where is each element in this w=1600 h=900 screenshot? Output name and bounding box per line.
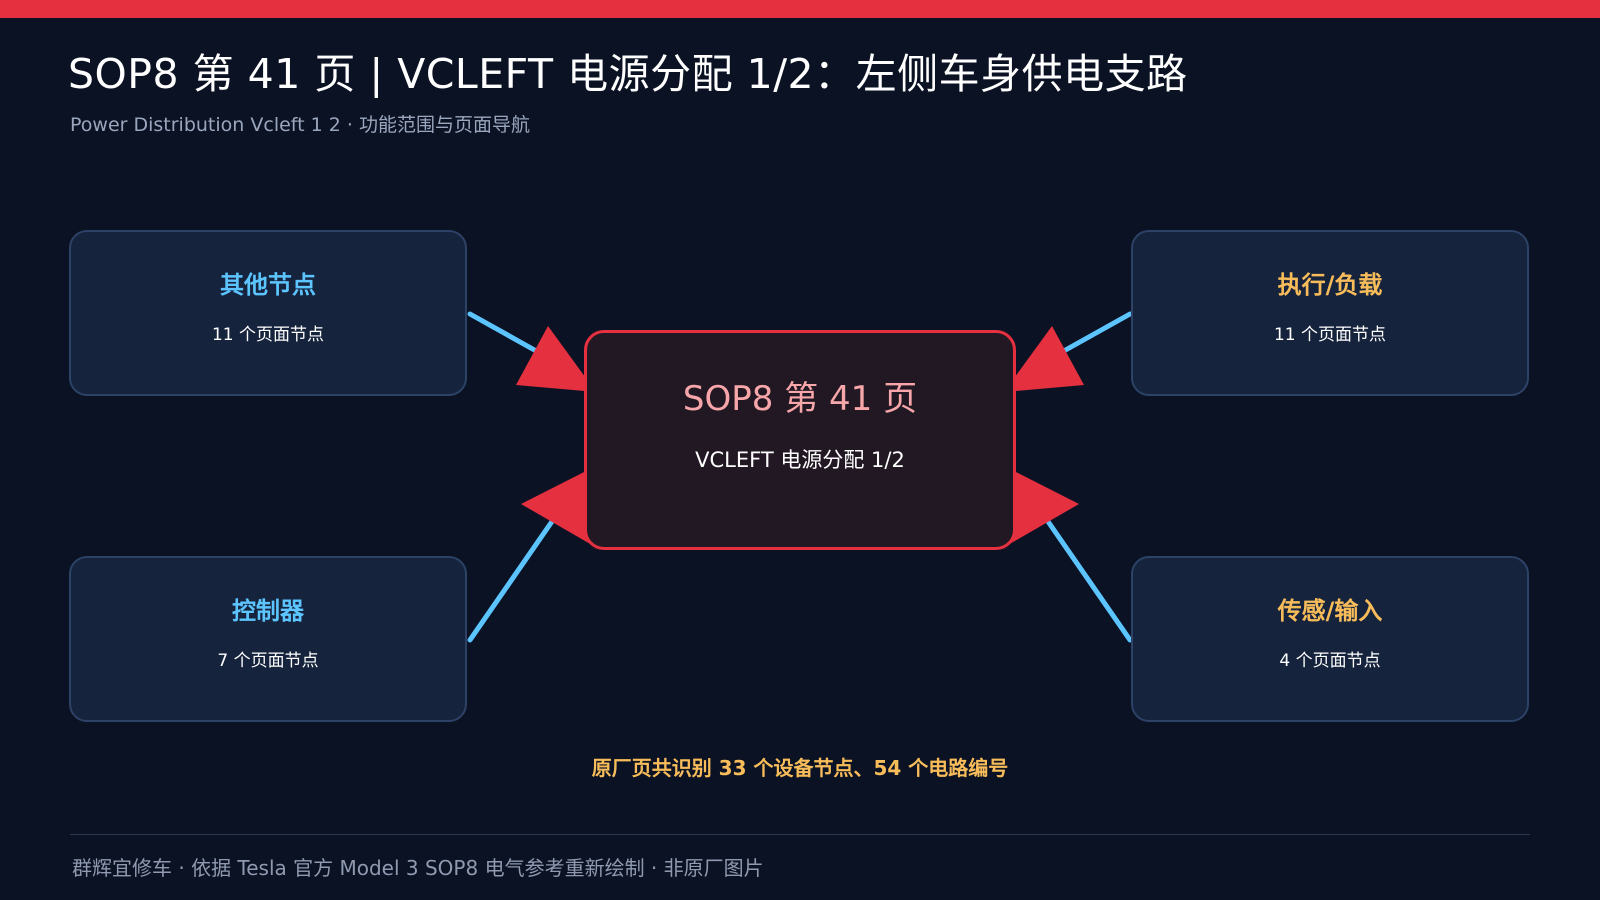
node-sensors[interactable]: 传感/输入 4 个页面节点	[1131, 556, 1529, 722]
node-other-title: 其他节点	[220, 271, 316, 299]
node-controllers-title: 控制器	[232, 597, 304, 625]
node-actuators-title: 执行/负载	[1277, 271, 1383, 299]
center-subtitle: VCLEFT 电源分配 1/2	[695, 448, 905, 472]
link-actuators	[1059, 311, 1133, 355]
top-accent-bar	[0, 0, 1600, 18]
page-title: SOP8 第 41 页 | VCLEFT 电源分配 1/2：左侧车身供电支路	[68, 50, 1188, 98]
node-sensors-count: 4 个页面节点	[1279, 651, 1381, 671]
page-subtitle: Power Distribution Vcleft 1 2 · 功能范围与页面导…	[70, 114, 530, 136]
arrowhead-controllers	[521, 468, 592, 545]
link-other	[467, 311, 541, 355]
node-controllers[interactable]: 控制器 7 个页面节点	[69, 556, 467, 722]
node-actuators[interactable]: 执行/负载 11 个页面节点	[1131, 230, 1529, 396]
node-sensors-title: 传感/输入	[1277, 597, 1383, 625]
center-title: SOP8 第 41 页	[682, 379, 918, 419]
summary-text: 原厂页共识别 33 个设备节点、54 个电路编号	[591, 756, 1009, 780]
arrowhead-other	[516, 326, 596, 392]
arrowhead-actuators	[1004, 326, 1084, 392]
node-other[interactable]: 其他节点 11 个页面节点	[69, 230, 467, 396]
node-actuators-count: 11 个页面节点	[1273, 325, 1387, 345]
node-controllers-count: 7 个页面节点	[217, 651, 319, 671]
center-page-node[interactable]: SOP8 第 41 页 VCLEFT 电源分配 1/2	[584, 330, 1016, 550]
footer-credit: 群辉宜修车 · 依据 Tesla 官方 Model 3 SOP8 电气参考重新绘…	[72, 856, 764, 880]
link-controllers	[467, 517, 556, 643]
arrowhead-sensors	[1008, 468, 1079, 545]
link-sensors	[1044, 517, 1133, 643]
node-other-count: 11 个页面节点	[211, 325, 325, 345]
footer-divider	[70, 834, 1530, 835]
